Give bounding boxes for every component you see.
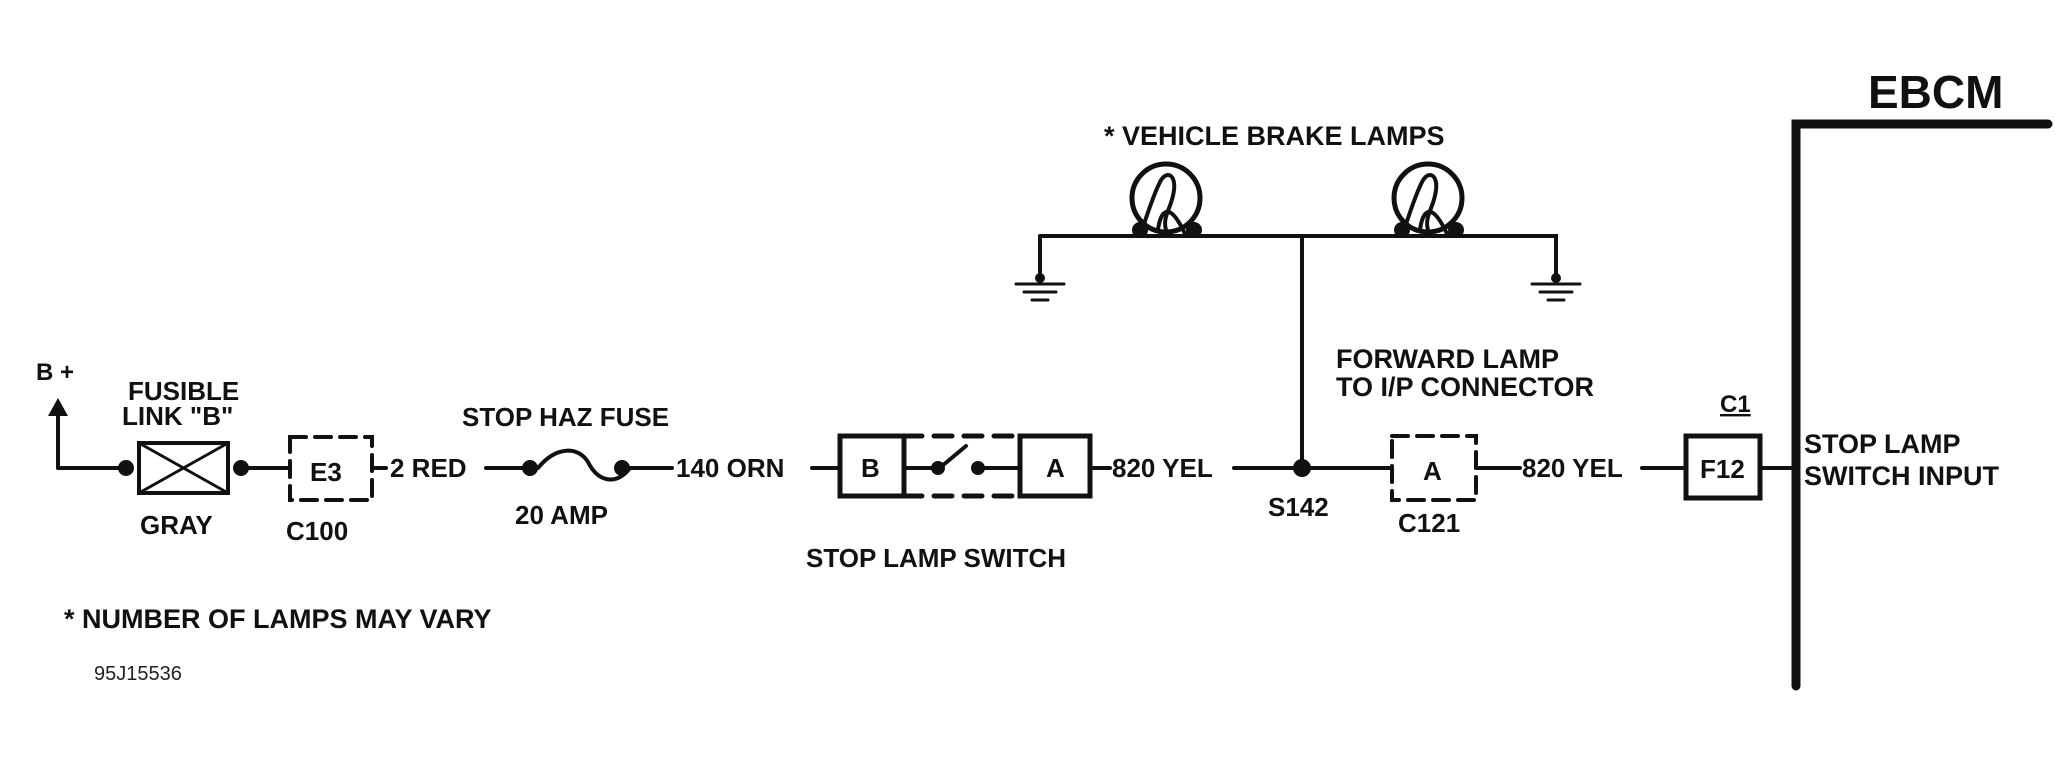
fusible-link-color: GRAY: [140, 510, 213, 540]
ebcm-connector-name: C1: [1720, 391, 1751, 418]
brake-lamp-2: [1391, 161, 1465, 238]
splice-s142: S142: [1268, 234, 1329, 522]
connector-c121-name: C121: [1398, 508, 1460, 538]
forward-lamp-label-2: TO I/P CONNECTOR: [1336, 372, 1594, 402]
fusible-link: FUSIBLE LINK "B" GRAY: [118, 376, 292, 540]
arrow-up-icon: [48, 398, 68, 416]
wire-820-left-label: 820 YEL: [1112, 453, 1213, 483]
ebcm-boundary: [1791, 119, 2053, 691]
switch-dashed-housing: [901, 433, 1023, 499]
ground-symbol-icon: [1014, 282, 1066, 302]
ebcm-module: EBCM: [1791, 66, 2053, 691]
splice-label: S142: [1268, 492, 1329, 522]
connector-c100-pin: E3: [310, 457, 342, 487]
ground-left: [1014, 234, 1066, 302]
stop-haz-fuse: 2 RED STOP HAZ FUSE 20 AMP: [390, 402, 674, 530]
ebcm-label: EBCM: [1868, 66, 2003, 118]
ground-symbol-icon: [1530, 282, 1582, 302]
lamp-bulb-icon: [1391, 161, 1465, 235]
ebcm-input-label-1: STOP LAMP: [1804, 429, 1961, 459]
switch-pin-b: B: [861, 453, 880, 483]
ground-dot: [1035, 273, 1045, 283]
fuse-title: STOP HAZ FUSE: [462, 402, 669, 432]
lamp-bulb-icon: [1129, 161, 1203, 235]
ground-right: [1458, 234, 1582, 302]
switch-pin-a: A: [1046, 453, 1065, 483]
wire-820-right-label: 820 YEL: [1522, 453, 1623, 483]
ebcm-pin-label: F12: [1700, 454, 1745, 484]
terminal-dot: [522, 460, 538, 476]
lamp-terminal-dot: [1132, 222, 1148, 238]
footnote: * NUMBER OF LAMPS MAY VARY: [64, 604, 492, 634]
switch-contact-dot: [971, 461, 985, 475]
figure-id: 95J15536: [94, 663, 182, 685]
fuse-rating: 20 AMP: [515, 500, 608, 530]
vehicle-brake-lamps: * VEHICLE BRAKE LAMPS: [1014, 121, 1582, 302]
connector-dashed-outline: [288, 435, 374, 502]
stop-lamp-switch-label: STOP LAMP SWITCH: [806, 543, 1066, 573]
connector-c121-pin: A: [1423, 456, 1442, 486]
brake-lamps-label: * VEHICLE BRAKE LAMPS: [1104, 121, 1445, 151]
stop-lamp-switch: B A STOP LAMP SWITCH: [806, 433, 1093, 573]
fusible-link-label-2: LINK "B": [122, 401, 233, 431]
terminal-dot: [118, 460, 134, 476]
ground-wire: [1458, 234, 1558, 280]
connector-c100: E3 C100: [286, 435, 388, 546]
lamp-terminal-dot: [1394, 222, 1410, 238]
connector-dashed-outline: [1390, 434, 1478, 502]
forward-lamp-label-1: FORWARD LAMP: [1336, 344, 1559, 374]
fusible-link-label-1: FUSIBLE: [128, 376, 239, 406]
brake-lamp-1: [1129, 161, 1203, 238]
battery-feed: B +: [36, 359, 126, 470]
fusible-link-box: [137, 441, 230, 495]
connector-c121: A C121: [1300, 434, 1522, 538]
ebcm-connector-c1: C1 F12 STOP LAMP SWITCH INPUT: [1683, 391, 1999, 501]
battery-label: B +: [36, 359, 74, 386]
lamp-filament-icon: [1138, 173, 1188, 238]
fuse-element-icon: [536, 448, 632, 482]
wire-2-label: 2 RED: [390, 453, 467, 483]
ground-dot: [1551, 273, 1561, 283]
ebcm-input-label-2: SWITCH INPUT: [1804, 461, 1999, 491]
fusible-link-cross-icon: [137, 441, 230, 495]
switch-blade-icon: [940, 444, 968, 468]
connector-c100-name: C100: [286, 516, 348, 546]
terminal-dot: [233, 460, 249, 476]
lamp-filament-icon: [1400, 173, 1450, 238]
wire-140-label: 140 ORN: [676, 453, 784, 483]
terminal-dot: [614, 460, 630, 476]
lamp-terminal-dot: [1186, 222, 1202, 238]
